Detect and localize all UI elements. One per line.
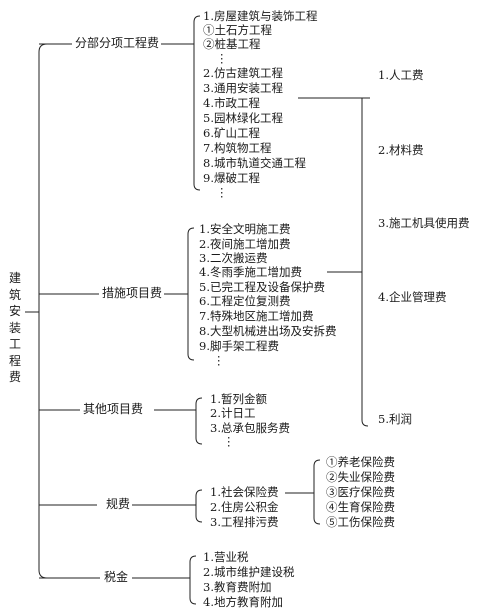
brace-insurance — [313, 459, 321, 525]
root-brace — [25, 43, 48, 579]
brace-sj — [189, 555, 197, 605]
category-csxm: 措施项目费 — [100, 286, 165, 300]
qtxm-item: 2.计日工 — [210, 406, 256, 420]
component-item: 2.材料费 — [378, 143, 424, 157]
sj-item: 4.地方教育附加 — [203, 595, 283, 609]
fbfx-item: 5.园林绿化工程 — [203, 111, 283, 125]
fbfx-item: 3.通用安装工程 — [203, 81, 283, 95]
csxm-item: 4.冬雨季施工增加费 — [199, 265, 302, 279]
brace-csxm — [187, 227, 195, 361]
insurance-item: ②失业保险费 — [326, 470, 395, 484]
fbfx-ellipsis: ⋮ — [216, 51, 228, 65]
insurance-item: ⑤工伤保险费 — [326, 515, 395, 529]
csxm-item: 9.脚手架工程费 — [199, 339, 279, 353]
component-item: 3.施工机具使用费 — [378, 216, 470, 230]
csxm-item: 1.安全文明施工费 — [199, 222, 291, 236]
fbfx-item: 6.矿山工程 — [203, 126, 260, 140]
csxm-item: 2.夜间施工增加费 — [199, 237, 291, 251]
category-gf: 规费 — [104, 497, 133, 511]
sj-item: 3.教育费附加 — [203, 580, 272, 594]
category-sj: 税金 — [102, 570, 131, 584]
fbfx-item: 4.市政工程 — [203, 96, 260, 110]
csxm-ellipsis: ⋮ — [213, 353, 225, 367]
insurance-item: ③医疗保险费 — [326, 485, 395, 499]
insurance-item: ④生育保险费 — [326, 500, 395, 514]
sj-item: 1.营业税 — [203, 550, 249, 564]
fbfx-item: 7.构筑物工程 — [203, 141, 272, 155]
sj-item: 2.城市维护建设税 — [203, 565, 295, 579]
fbfx-item: 1.房屋建筑与装饰工程 — [203, 9, 318, 23]
qtxm-item: 3.总承包服务费 — [210, 421, 290, 435]
component-item: 1.人工费 — [378, 68, 424, 82]
component-item: 4.企业管理费 — [378, 290, 447, 304]
fbfx-item: 9.爆破工程 — [203, 171, 260, 185]
gf-item: 1.社会保险费 — [210, 485, 279, 499]
gf-item: 3.工程排污费 — [210, 515, 279, 529]
brace-gf — [195, 489, 203, 523]
csxm-item: 3.二次搬运费 — [199, 251, 268, 265]
csxm-item: 7.特殊地区施工增加费 — [199, 309, 314, 323]
insurance-item: ①养老保险费 — [326, 455, 395, 469]
fbfx-ellipsis: ⋮ — [216, 185, 228, 199]
qtxm-item: 1.暂列金额 — [210, 392, 267, 406]
fbfx-item: ②桩基工程 — [203, 37, 261, 51]
gf-item: 2.住房公积金 — [210, 500, 279, 514]
qtxm-ellipsis: ⋮ — [223, 434, 235, 448]
fbfx-item: ①土石方工程 — [203, 23, 272, 37]
fbfx-item: 8.城市轨道交通工程 — [203, 156, 306, 170]
csxm-item: 6.工程定位复测费 — [199, 294, 291, 308]
category-qtxm: 其他项目费 — [81, 402, 146, 416]
category-fbfx: 分部分项工程费 — [73, 36, 162, 50]
component-item: 5.利润 — [378, 412, 412, 426]
csxm-item: 5.已完工程及设备保护费 — [199, 280, 325, 294]
brace-fbfx — [193, 15, 201, 191]
fbfx-item: 2.仿古建筑工程 — [203, 66, 283, 80]
brace-components — [361, 97, 370, 427]
root-title: 建筑安装工程费 — [8, 271, 21, 384]
brace-qtxm — [195, 397, 203, 445]
csxm-item: 8.大型机械进出场及安拆费 — [199, 324, 337, 338]
